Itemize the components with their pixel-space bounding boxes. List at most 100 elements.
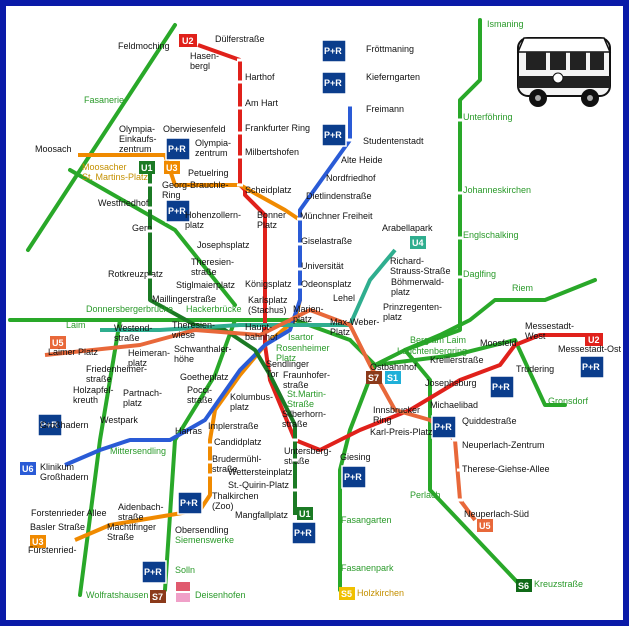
park-and-ride-sign: P+R: [431, 415, 457, 439]
station-label-hasenbergl: Hasen-bergl: [190, 51, 219, 71]
park-and-ride-label: P+R: [180, 498, 198, 508]
station-label-kieferngarten: Kieferngarten: [366, 72, 420, 82]
park-and-ride-sign: P+R: [177, 491, 203, 515]
station-label-englschalking: Englschalking: [463, 230, 519, 240]
station-label-hohenzollernplatz: Hohenzollern-platz: [185, 210, 241, 230]
station-tick: [297, 217, 303, 221]
station-label-freimann: Freimann: [366, 104, 404, 114]
station-label-laimer-platz: Laimer Platz: [48, 347, 99, 357]
u4-badge-text: U4: [412, 238, 424, 248]
station-tick: [237, 106, 243, 110]
station-label-westpark: Westpark: [100, 415, 138, 425]
station-label-froettmaning: Fröttmaning: [366, 44, 414, 54]
s20-badge: [176, 582, 190, 591]
station-label-thalkirchen: Thalkirchen(Zoo): [212, 491, 259, 511]
station-tick: [147, 275, 153, 279]
u6-line: [64, 105, 352, 467]
station-label-schwanthalerhoehe: Schwanthaler-höhe: [174, 344, 232, 364]
station-label-quiddestrasse: Quiddestraße: [462, 416, 517, 426]
station-label-heimeranplatz: Heimeran-platz: [128, 348, 170, 368]
pr-signs: P+RP+RP+RP+RP+RP+RP+RP+RP+RP+RP+RP+RP+R: [37, 39, 605, 584]
station-label-partnachplatz: Partnach-platz: [123, 388, 162, 408]
station-label-prinzregentenplatz: Prinzregenten-platz: [383, 302, 442, 322]
station-label-odeonsplatz: Odeonsplatz: [301, 279, 352, 289]
station-label-studentenstadt: Studentenstadt: [363, 136, 424, 146]
station-label-theresienstrasse: Theresien-straße: [191, 257, 234, 277]
station-label-rotkreuzplatz: Rotkreuzplatz: [108, 269, 164, 279]
park-and-ride-sign: P+R: [321, 39, 347, 63]
sbahn-riem-branch: [403, 278, 597, 352]
station-label-giselastrasse: Giselastraße: [301, 236, 352, 246]
station-label-ismaning: Ismaning: [487, 19, 524, 29]
s1-badge-text: S1: [387, 373, 398, 383]
station-tick: [237, 183, 243, 187]
station-label-siemenswerke: Siemenswerke: [175, 535, 234, 545]
station-label-marienplatz: Marien-platz: [293, 304, 324, 324]
park-and-ride-label: P+R: [144, 567, 162, 577]
station-tick: [457, 118, 463, 122]
station-label-hackerbruecke: Hackerbrücke: [186, 304, 242, 314]
station-label-boehmerwaldplatz: Böhmerwald-platz: [391, 277, 444, 297]
station-label-josephsplatz: Josephsplatz: [197, 240, 250, 250]
station-label-aidenbachstrasse: Aidenbach-straße: [118, 502, 164, 522]
station-label-friedenheimer-strasse: Friedenheimer-straße: [86, 364, 147, 384]
station-label-candidplatz: Candidplatz: [214, 437, 262, 447]
station-label-koenigsplatz: Königsplatz: [245, 279, 292, 289]
station-label-kreillerstrasse: Kreillerstraße: [430, 355, 484, 365]
park-and-ride-label: P+R: [40, 420, 58, 430]
station-label-harras: Harras: [175, 426, 203, 436]
station-label-mangfallplatz: Mangfallplatz: [235, 510, 289, 520]
s5-badge: S5: [339, 587, 355, 600]
u5-line: [44, 308, 477, 522]
station-label-hauptbahnhof: Haupt-bahnhof: [245, 322, 278, 342]
station-tick: [237, 58, 243, 62]
station-tick: [147, 183, 153, 187]
station-label-nordfriedhof: Nordfriedhof: [326, 173, 376, 183]
station-label-michaelibad: Michaelibad: [430, 400, 478, 410]
station-label-trudering: Trudering: [516, 364, 554, 374]
station-tick: [207, 443, 213, 447]
station-label-kolumbusplatz: Kolumbus-platz: [230, 392, 273, 412]
station-label-frankfurter-ring: Frankfurter Ring: [245, 123, 310, 133]
station-tick: [457, 498, 463, 502]
station-label-lehel: Lehel: [333, 293, 355, 303]
park-and-ride-sign: P+R: [321, 123, 347, 147]
u3-bottom-badge-text: U3: [32, 537, 44, 547]
s7-bottom-badge-text: S7: [152, 592, 163, 602]
station-tick: [347, 103, 353, 107]
station-label-giesing: Giesing: [340, 452, 371, 462]
station-label-fraunhoferstrasse: Fraunhofer-straße: [283, 370, 330, 390]
station-label-westfriedhof: Westfriedhof: [98, 198, 149, 208]
station-label-arabellapark: Arabellapark: [382, 223, 433, 233]
station-label-perlach: Perlach: [410, 490, 441, 500]
station-label-scheidplatz: Scheidplatz: [245, 185, 292, 195]
station-label-poccistrasse: Pocci-straße: [187, 385, 213, 405]
station-label-stiglmaierplatz: Stiglmaierplatz: [176, 280, 236, 290]
u1-top-badge: U1: [139, 161, 155, 174]
station-label-grosshadern: Großhadern: [40, 420, 89, 430]
station-label-leuchtenbergring: Leuchtenbergring: [397, 346, 467, 356]
park-and-ride-label: P+R: [168, 144, 186, 154]
sbahn-gronsdorf: [373, 338, 567, 407]
u1-bottom-badge-text: U1: [299, 509, 311, 519]
station-label-fuerstenried-west: Fürstenried-: [28, 545, 77, 555]
station-label-unterfoehring: Unterföhring: [463, 112, 513, 122]
station-label-johanneskirchen: Johanneskirchen: [463, 185, 531, 195]
s7-bottom-badge: S7: [150, 590, 166, 603]
s7-center-badge-text: S7: [368, 373, 379, 383]
sbahn-moosach: [68, 168, 237, 307]
station-label-maillingerstrasse: Maillingerstraße: [152, 294, 216, 304]
station-label-isartor: Isartor: [288, 332, 314, 342]
station-label-josephsburg: Josephsburg: [425, 378, 477, 388]
station-label-gronsdorf: Gronsdorf: [548, 396, 589, 406]
station-label-muenchner-freiheit: Münchner Freiheit: [300, 211, 373, 221]
park-and-ride-label: P+R: [492, 382, 510, 392]
station-label-karl-preis-platz: Karl-Preis-Platz: [370, 427, 433, 437]
station-label-olympiazentrum: Olympia-zentrum: [195, 138, 231, 158]
s7-center-badge: S7: [366, 371, 382, 384]
park-and-ride-label: P+R: [582, 362, 600, 372]
station-label-max-weber-platz: Max-Weber-Platz: [330, 317, 379, 337]
